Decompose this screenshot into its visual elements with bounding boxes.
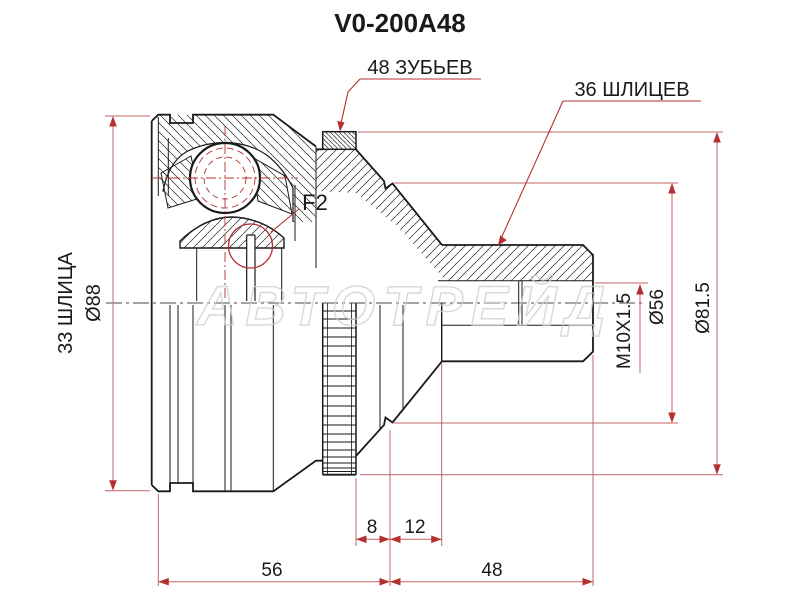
callout-outer-splines-label: 36 ШЛИЦЕВ [574,79,689,101]
f2-highlight-circle [227,223,274,269]
part-number-title: V0-200A48 [334,8,466,38]
watermark-text: АВТОТРЕЙД [195,274,613,337]
callout-teeth-label: 48 ЗУБЬЕВ [367,57,472,79]
dim-housing-diameter-label: Ø88 [83,284,105,322]
annotation-text: V0-200A48 48 ЗУБЬЕВ 36 ШЛИЦЕВ F2 33 ШЛИЦ… [55,8,714,581]
centerlines [106,126,642,304]
dim-56-label: 56 [261,560,282,581]
dim-8-label: 8 [367,517,378,538]
leader-lines [270,78,701,244]
dim-48-label: 48 [481,560,502,581]
abs-ring-section-hatch [321,130,357,151]
dim-ring-diameter-label: Ø81.5 [693,282,714,334]
dim-12-label: 12 [404,517,425,538]
housing-top-wall-hatch [158,115,316,222]
callout-f2-label: F2 [302,190,328,215]
dim-boot-seat-diameter-label: Ø56 [647,289,668,325]
shaft-cone-spline-hatch [316,147,593,281]
dim-thread-label: M10X1.5 [614,293,635,369]
section-hatch-areas [158,115,593,281]
abs-tooth-ring-side-view [321,303,357,476]
dimension-lines [105,115,723,586]
callout-inner-splines-label: 33 ШЛИЦА [55,251,77,353]
